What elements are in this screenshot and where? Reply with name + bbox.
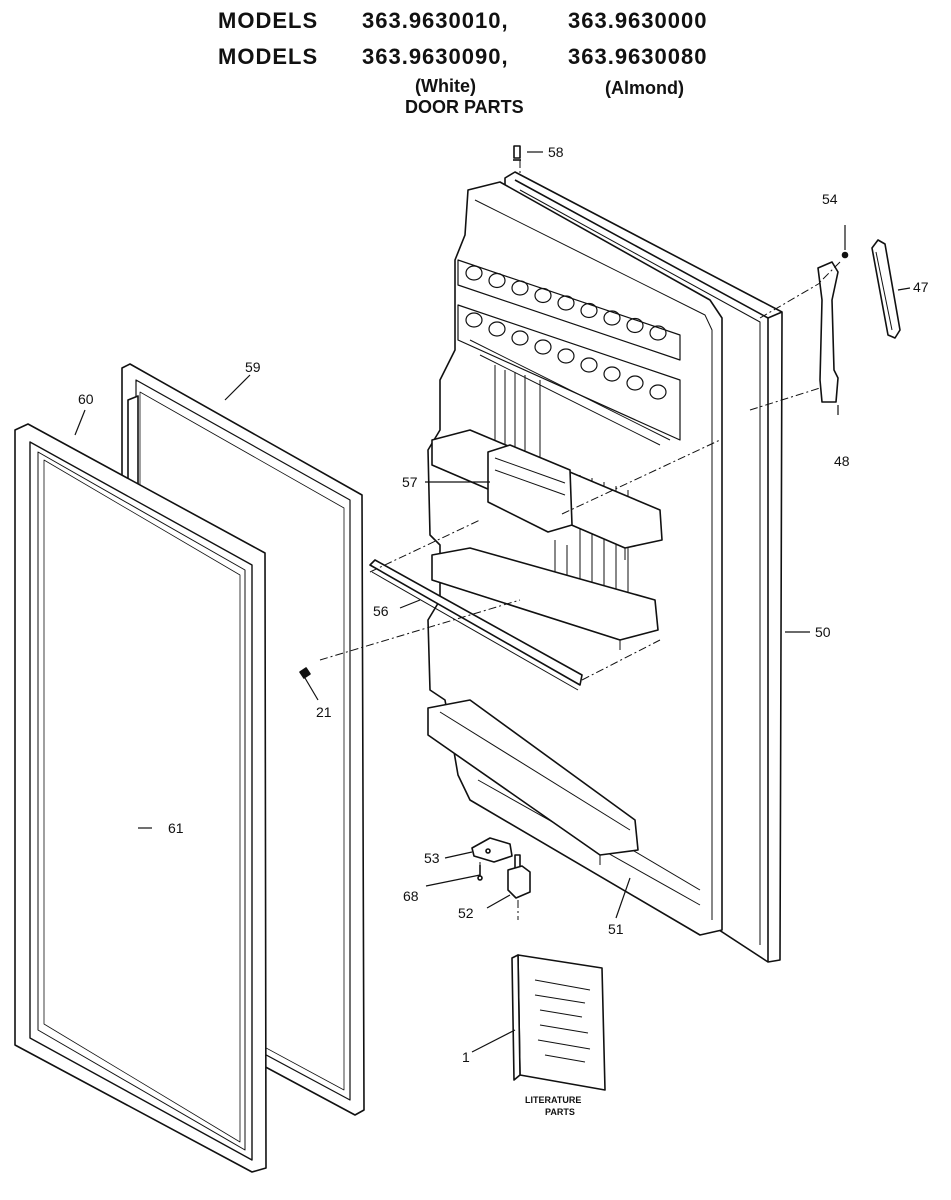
part-number-54: 54 <box>822 191 838 207</box>
egg-cup <box>580 302 598 319</box>
egg-cup <box>465 265 483 281</box>
egg-cup <box>511 330 529 346</box>
bottom-shelf <box>427 699 639 865</box>
model-number-363-9630080: 363.9630080 <box>568 44 708 69</box>
egg-cup <box>557 295 575 311</box>
part-number-50: 50 <box>815 624 831 640</box>
model-number-363-9630090: 363.9630090, <box>362 44 509 69</box>
egg-cup <box>580 357 598 373</box>
assembly-lines <box>319 160 841 920</box>
variant-white: (White) <box>415 76 476 96</box>
literature-booklet <box>511 954 606 1091</box>
egg-cup <box>534 287 552 304</box>
dairy-door <box>487 444 573 533</box>
part-number-61: 61 <box>168 820 184 836</box>
part-number-53: 53 <box>424 850 440 866</box>
hinge-bushing <box>507 854 531 899</box>
literature-label-line1: LITERATURE <box>525 1095 581 1105</box>
part-number-59: 59 <box>245 359 261 375</box>
handle-bracket <box>817 261 839 403</box>
egg-cup <box>649 384 667 400</box>
section-title: DOOR PARTS <box>405 97 524 117</box>
model-number-363-9630010: 363.9630010, <box>362 8 509 33</box>
egg-cup <box>626 317 644 334</box>
middle-shelf <box>431 547 659 650</box>
egg-cup <box>557 348 575 364</box>
egg-cup <box>626 375 644 391</box>
part-number-56: 56 <box>373 603 389 619</box>
egg-cup <box>465 312 483 328</box>
door-handle <box>871 239 901 339</box>
variant-almond: (Almond) <box>605 78 684 98</box>
egg-cup <box>488 272 506 289</box>
egg-rack <box>457 259 681 446</box>
part-number-52: 52 <box>458 905 474 921</box>
egg-cup <box>511 280 529 296</box>
model-number-363-9630000: 363.9630000 <box>568 8 708 33</box>
models-label-2: MODELS <box>218 44 319 69</box>
part-number-21: 21 <box>316 704 332 720</box>
models-label-1: MODELS <box>218 8 319 33</box>
part-number-58: 58 <box>548 144 564 160</box>
egg-cup <box>488 321 506 337</box>
door-gasket <box>14 423 267 1173</box>
part-number-51: 51 <box>608 921 624 937</box>
part-number-60: 60 <box>78 391 94 407</box>
part-number-48: 48 <box>834 453 850 469</box>
part-number-68: 68 <box>403 888 419 904</box>
egg-cup <box>534 339 552 355</box>
egg-cup <box>603 310 621 326</box>
leader-lines <box>74 151 911 1053</box>
screw-58 <box>513 145 521 161</box>
part-number-1: 1 <box>462 1049 470 1065</box>
egg-cup <box>603 366 621 382</box>
egg-cup <box>649 325 667 341</box>
screw-21 <box>299 667 311 679</box>
screw-54 <box>841 251 849 259</box>
hinge-plate <box>471 837 513 863</box>
part-number-57: 57 <box>402 474 418 490</box>
shelf-retainer-bar <box>369 559 583 691</box>
literature-label-line2: PARTS <box>545 1107 575 1117</box>
part-number-47: 47 <box>913 279 929 295</box>
